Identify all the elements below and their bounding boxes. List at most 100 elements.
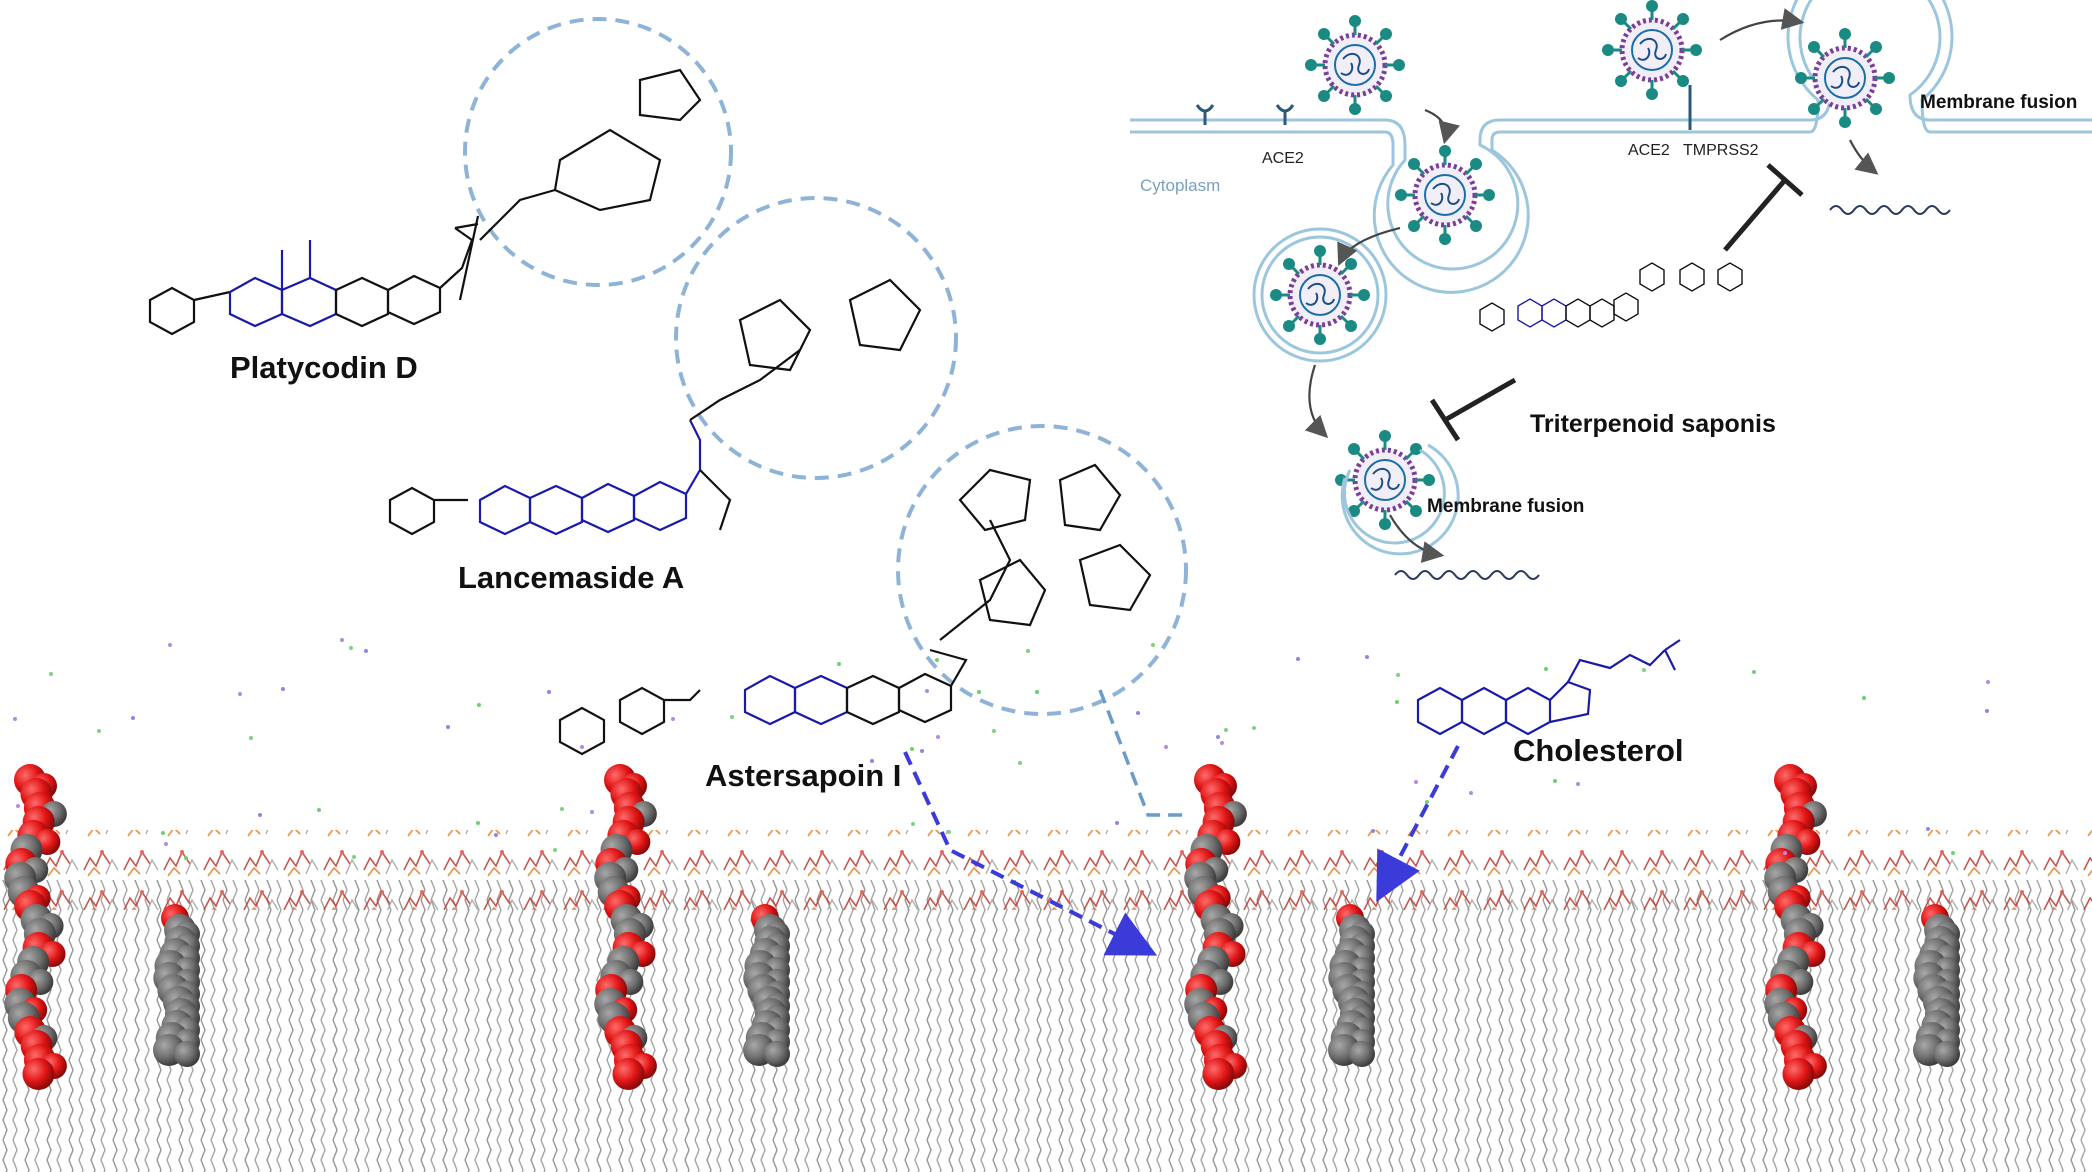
solvent-dot [1862, 696, 1866, 700]
solvent-dot [947, 830, 951, 834]
solvent-dot [1926, 827, 1930, 831]
solvent-dot [1136, 711, 1140, 715]
solvent-dot [1951, 851, 1955, 855]
pathway-arrows [1304, 8, 1879, 563]
endosomes [1252, 227, 1460, 556]
solvent-dot [1365, 655, 1369, 659]
solvent-dot [164, 842, 168, 846]
membrane-fusion-label-top: Membrane fusion [1920, 92, 2078, 113]
atom-sphere [22, 1058, 55, 1090]
solvent-dot [1414, 780, 1418, 784]
solvent-dot [1115, 821, 1119, 825]
atom-sphere [1349, 1041, 1375, 1067]
solvent-dot [161, 831, 165, 835]
lancemaside-label: Lancemaside A [458, 560, 685, 595]
solvent-dot [580, 745, 584, 749]
solvent-dot [1296, 657, 1300, 661]
solvent-dot [1783, 851, 1787, 855]
solvent-dot [1553, 779, 1557, 783]
solvent-dot [936, 735, 940, 739]
solvent-dot [837, 662, 841, 666]
solvent-dot [1642, 668, 1646, 672]
cholesterol-molecule-model [1913, 904, 1960, 1067]
solvent-dot [925, 689, 929, 693]
solvent-dot [446, 725, 450, 729]
solvent-dot [1252, 726, 1256, 730]
solvent-dot [349, 646, 353, 650]
solvent-dot [1026, 649, 1030, 653]
saponin-molecule-model [1184, 764, 1247, 1090]
cholesterol-molecule-model [743, 904, 790, 1067]
inhibition-symbols [1429, 163, 1804, 442]
solvent-dot [1151, 643, 1155, 647]
saponin-molecule-model [1764, 764, 1827, 1090]
ace2-receptors [1195, 103, 1295, 127]
solvent-dot [920, 749, 924, 753]
solvent-dot [590, 810, 594, 814]
solvent-dot [258, 813, 262, 817]
solvent-dot [1371, 829, 1375, 833]
cholesterol-label: Cholesterol [1513, 733, 1684, 768]
solvent-dot [352, 855, 356, 859]
solvent-dot [1035, 690, 1039, 694]
solvent-dot [238, 692, 242, 696]
saponin-molecule-model [4, 764, 67, 1090]
solvent-dot [249, 736, 253, 740]
platycodin-structure [148, 68, 702, 336]
solvent-dot [476, 821, 480, 825]
solvent-dot [547, 690, 551, 694]
cholesterol-molecule-model [153, 904, 200, 1067]
solvent-dot [1752, 670, 1756, 674]
solvent-dot [184, 856, 188, 860]
atom-sphere [764, 1041, 790, 1067]
solvent-dot [49, 672, 53, 676]
solvent-dot [1986, 680, 1990, 684]
solvent-dot [1220, 741, 1224, 745]
solvent-dot [494, 833, 498, 837]
solvent-dot [16, 804, 20, 808]
solvent-dot [935, 658, 939, 662]
saponin-small-structure [1479, 262, 1743, 332]
triterpenoid-saponis-label: Triterpenoid saponis [1530, 410, 1776, 438]
atom-sphere [612, 1058, 645, 1090]
solvent-dot [910, 747, 914, 751]
solvent-dot [1544, 667, 1548, 671]
solvent-dot [168, 643, 172, 647]
sugar-circle-platycodin [463, 17, 733, 287]
solvent-dot [1425, 800, 1429, 804]
sugar-circle-lancemaside [674, 196, 958, 480]
solvent-dot [560, 807, 564, 811]
solvent-dot [1395, 700, 1399, 704]
atom-sphere [1202, 1058, 1235, 1090]
solvent-dot [317, 808, 321, 812]
solvent-dot [977, 690, 981, 694]
lancemaside-structure [388, 278, 922, 536]
solvent-dot [870, 759, 874, 763]
cholesterol-structure [1416, 639, 1681, 736]
solvent-dot [281, 687, 285, 691]
solvent-dot [1469, 791, 1473, 795]
solvent-dot [1018, 761, 1022, 765]
solvent-dot [1224, 728, 1228, 732]
solvent-dot [131, 716, 135, 720]
solvent-dot [364, 649, 368, 653]
solvent-dot [1576, 782, 1580, 786]
solvent-dot [340, 638, 344, 642]
membrane-fusion-label-bottom: Membrane fusion [1427, 496, 1585, 517]
astersapoin-label: Astersapoin I [705, 758, 902, 793]
viral-rna [1394, 205, 1951, 580]
solvent-dot [477, 703, 481, 707]
cholesterol-molecule-model [1328, 904, 1375, 1067]
solvent-dot [1396, 673, 1400, 677]
solvent-dots [13, 638, 1990, 860]
ace2-label-right: ACE2 [1628, 142, 1670, 159]
cytoplasm-label: Cytoplasm [1140, 176, 1221, 195]
atom-sphere [1934, 1041, 1960, 1067]
solvent-dot [671, 717, 675, 721]
sars-cov-2-virus [1270, 0, 1895, 530]
sugar-circle-astersapoin [896, 424, 1188, 716]
astersapoin-structure [558, 463, 1152, 756]
solvent-dot [911, 822, 915, 826]
solvent-dot [1216, 735, 1220, 739]
